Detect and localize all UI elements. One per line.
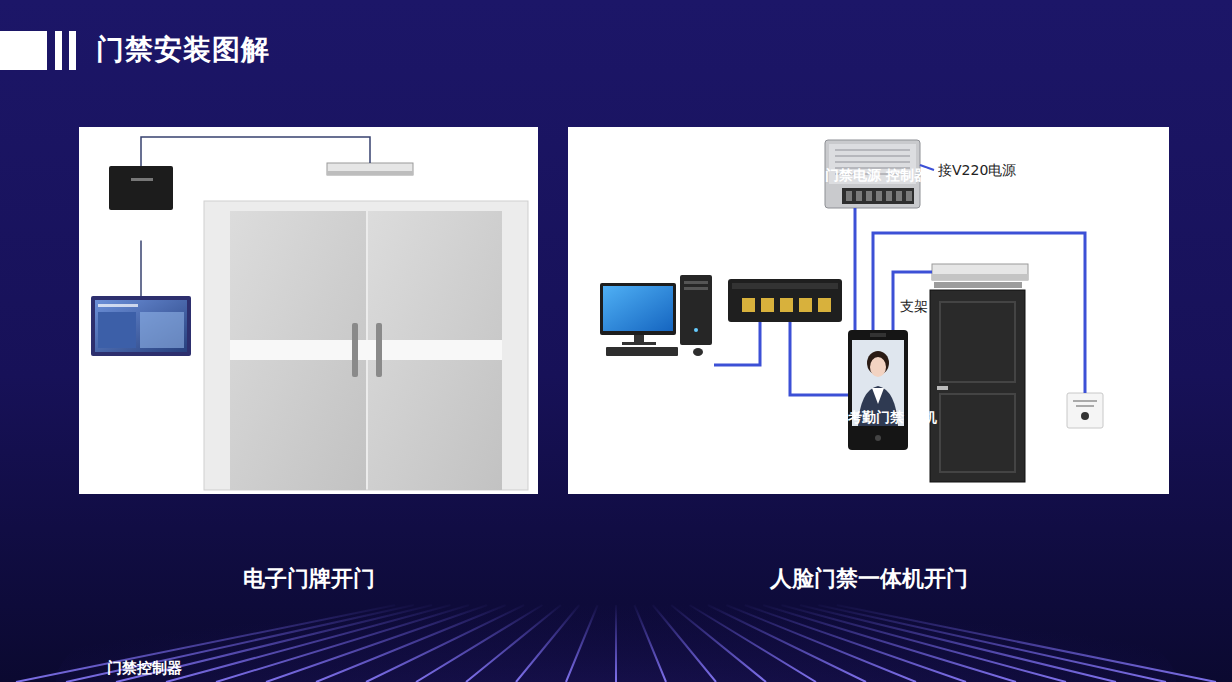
- pc-tower-detail: [684, 281, 708, 290]
- header-block: [0, 31, 47, 70]
- panel-node: 门禁电源 控制器交换机连电脑考勤门禁 主机磁力锁出门按钮人脸门禁一体机开门: [568, 127, 1169, 494]
- monitor-base: [622, 342, 656, 345]
- doorplate-detail: [98, 312, 136, 348]
- device-label: 门禁控制器: [107, 659, 175, 679]
- terminal-button: [875, 435, 881, 441]
- annotation-label: 接V220电源: [938, 161, 1016, 179]
- controller-icon: [109, 166, 173, 210]
- terminal-screws: [846, 191, 912, 201]
- wire-connector: [140, 241, 142, 297]
- doorplate-detail: [140, 312, 184, 348]
- lock-bracket: [934, 282, 1022, 288]
- exit-button-key: [1081, 412, 1089, 420]
- device-label: 门禁电源 控制器: [825, 166, 885, 184]
- device-label: 考勤门禁 主机: [848, 408, 912, 426]
- device-node: 交换机: [728, 279, 842, 322]
- annotation-label: 支架: [900, 297, 928, 315]
- wire-connector: [893, 272, 932, 330]
- wire-connector: [873, 233, 1085, 393]
- monitor-screen: [603, 286, 673, 331]
- pc-power-light: [694, 328, 698, 332]
- door-panel: [940, 394, 1015, 472]
- doorplate-icon: [91, 296, 191, 356]
- terminal-camera: [870, 333, 886, 337]
- doorplate-detail: [98, 304, 138, 307]
- exit-button-icon: [1067, 393, 1103, 428]
- slide-title: 门禁安装图解: [96, 31, 270, 69]
- person-face: [870, 357, 886, 377]
- glass-band: [230, 340, 502, 360]
- device-node: 磁力锁: [327, 163, 413, 175]
- switch-detail: [732, 283, 838, 289]
- header-bar: [69, 31, 76, 70]
- light-stripes: [16, 605, 1216, 682]
- door: [930, 290, 1025, 482]
- door-handle: [376, 323, 382, 377]
- panel-node: 门禁控制器磁力锁电子门牌电子门牌开门: [79, 127, 538, 494]
- device-node: 磁力锁: [932, 264, 1028, 280]
- wire-connector: [714, 322, 760, 365]
- power-supply-icon: [825, 140, 920, 208]
- wire-connector: [790, 322, 848, 395]
- header-bar: [55, 31, 62, 70]
- exit-button-detail: [1073, 400, 1097, 407]
- mains-wire: [920, 165, 934, 170]
- keyboard: [606, 347, 678, 356]
- person-shirt: [872, 388, 884, 404]
- device-label: 电子门牌: [91, 362, 191, 382]
- door-panel: [940, 302, 1015, 382]
- controller-detail: [131, 178, 153, 181]
- doorplate-screen: [95, 300, 187, 352]
- wire-connector: [141, 137, 370, 166]
- device-node: 出门按钮: [1065, 393, 1105, 452]
- device-node: 门禁控制器: [107, 166, 175, 241]
- pc-tower: [680, 275, 712, 345]
- monitor-icon: [600, 283, 676, 335]
- maglock-detail: [932, 274, 1028, 280]
- wire-connector: [854, 208, 857, 330]
- maglock-detail: [327, 171, 413, 175]
- maglock-icon: [327, 163, 413, 175]
- door-frame: [204, 201, 528, 490]
- door-handle: [352, 323, 358, 377]
- panel-ground: [568, 127, 1169, 494]
- panel-caption: 电子门牌开门: [79, 565, 538, 594]
- mouse: [693, 348, 703, 356]
- device-node: 门禁电源 控制器: [825, 140, 920, 208]
- switch-icon: [728, 279, 842, 322]
- panel-ground: [79, 127, 538, 494]
- monitor-stand: [634, 335, 644, 343]
- device-node: 连电脑: [598, 275, 714, 389]
- face-terminal-icon: [848, 330, 908, 450]
- maglock-icon: [932, 264, 1028, 280]
- terminal-strip: [842, 188, 914, 204]
- switch-ports: [742, 298, 831, 312]
- panel-caption: 人脸门禁一体机开门: [568, 565, 1169, 594]
- device-node: 考勤门禁 主机: [848, 330, 908, 450]
- device-node: 电子门牌: [91, 296, 191, 356]
- device-label: 磁力锁: [327, 178, 413, 196]
- door-handle: [937, 386, 948, 390]
